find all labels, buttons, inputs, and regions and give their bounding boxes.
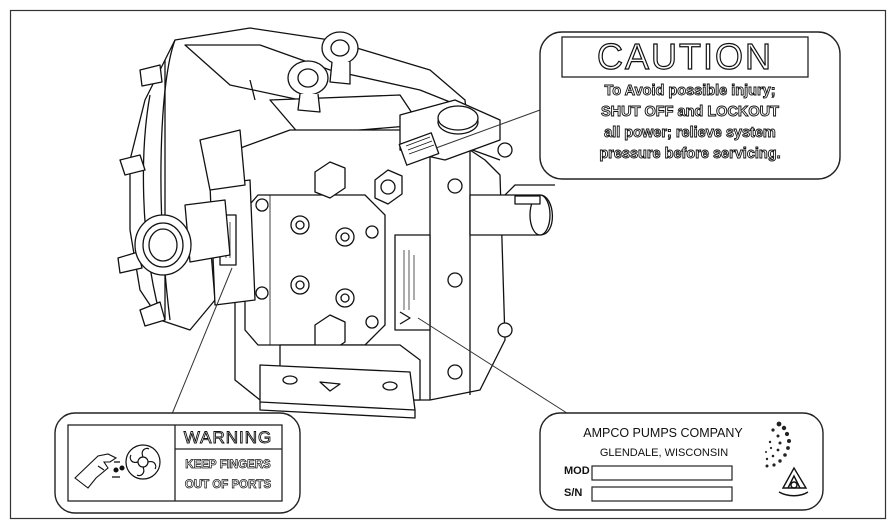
- hand-hazard-icon: [74, 453, 125, 489]
- pump-illustration: [117, 27, 555, 419]
- nameplate-location: GLENDALE, WISCONSIN: [599, 447, 729, 459]
- caution-callout: [539, 31, 841, 180]
- mod-field: [591, 465, 733, 481]
- caution-line: SHUT OFF and LOCKOUT: [600, 104, 780, 121]
- nameplate-sn-label: S/N: [564, 487, 583, 499]
- caution-line: To Avoid possible injury;: [604, 83, 776, 100]
- ampco-swirl-logo: [765, 421, 791, 468]
- ampco-a-logo: [778, 466, 809, 497]
- caution-line: pressure before servicing.: [599, 146, 781, 163]
- caution-line: all power; relieve system: [604, 125, 777, 142]
- leader-lines: [171, 109, 571, 416]
- nameplate-company: AMPCO PUMPS COMPANY: [583, 426, 743, 440]
- nameplate-callout: [539, 412, 824, 511]
- sn-field: [591, 486, 733, 502]
- warning-line: KEEP FINGERS: [185, 459, 271, 472]
- warning-title: WARNING: [183, 428, 273, 448]
- warning-line: OUT OF PORTS: [184, 479, 272, 492]
- caution-title: CAUTION: [596, 36, 773, 77]
- impeller-icon: [125, 444, 161, 480]
- drawing-border: [9, 9, 887, 520]
- nameplate-mod-label: MOD: [564, 465, 590, 477]
- warning-callout: [54, 412, 301, 514]
